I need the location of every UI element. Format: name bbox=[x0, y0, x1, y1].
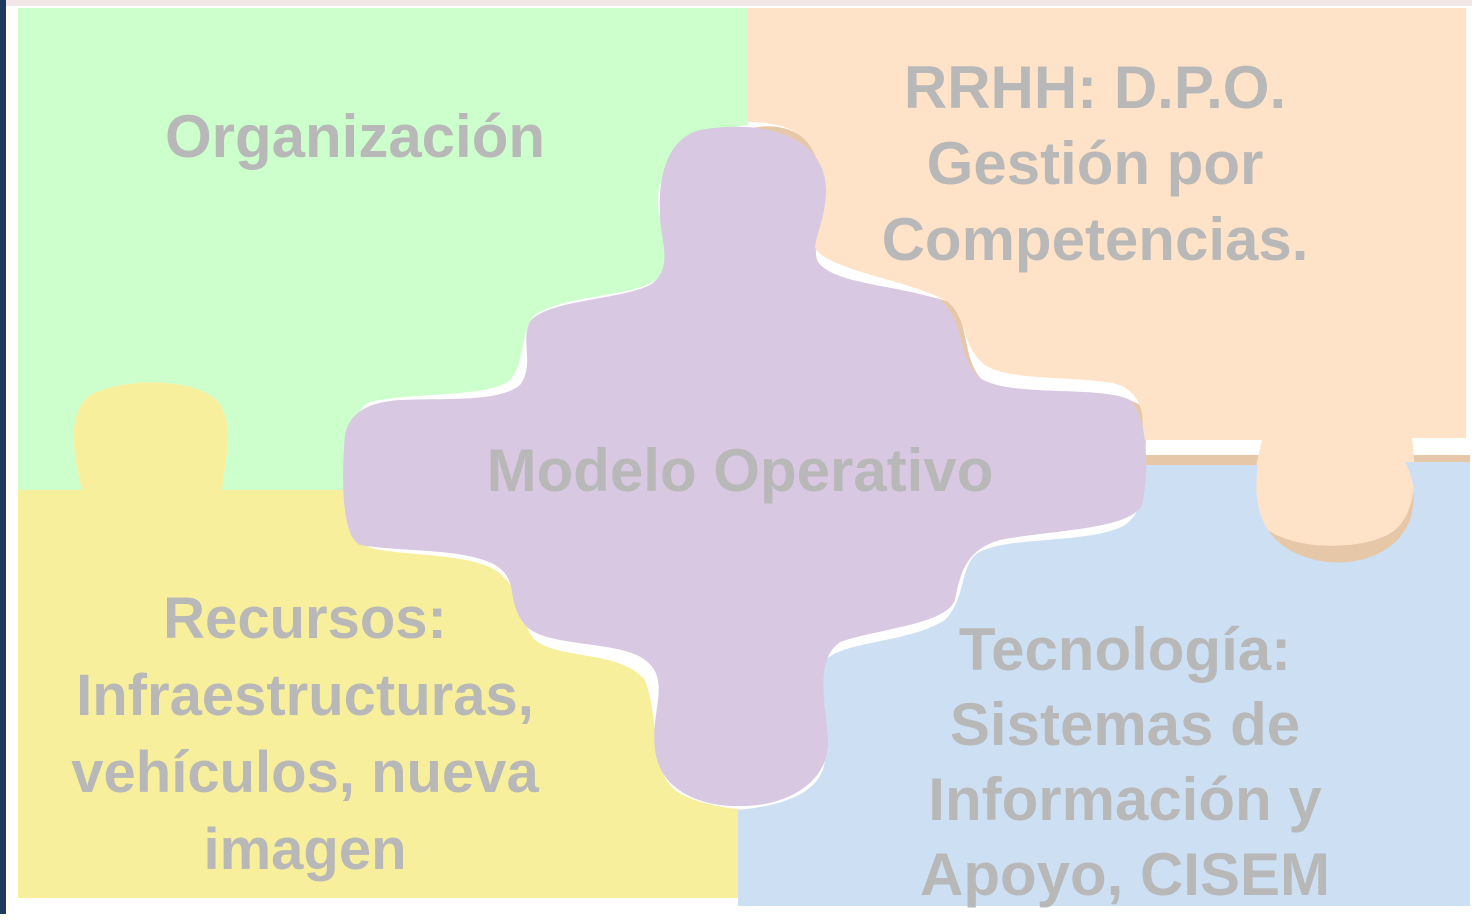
label-recursos: Recursos: Infraestructuras, vehículos, n… bbox=[30, 590, 580, 898]
puzzle-piece-tecnologia bbox=[738, 462, 1470, 906]
tecnologia-line-1: Tecnología: bbox=[958, 616, 1292, 683]
organizacion-line-1: Organización bbox=[164, 103, 546, 170]
recursos-line-4: imagen bbox=[203, 817, 407, 882]
puzzle-piece-modelo-operativo bbox=[343, 126, 1147, 807]
rrhh-line-3: Competencias. bbox=[881, 206, 1309, 273]
slide-top-border bbox=[0, 0, 1472, 6]
puzzle-piece-rrhh bbox=[748, 8, 1466, 546]
slide-left-border bbox=[0, 0, 6, 914]
rrhh-line-2: Gestión por bbox=[926, 130, 1264, 197]
tecnologia-line-3: Información y bbox=[928, 766, 1322, 833]
label-organizacion: Organización bbox=[100, 107, 610, 167]
puzzle-piece-organizacion bbox=[18, 8, 748, 490]
tecnologia-line-2: Sistemas de bbox=[949, 691, 1301, 758]
label-rrhh: RRHH: D.P.O. Gestión por Competencias. bbox=[840, 58, 1350, 286]
recursos-line-1: Recursos: bbox=[163, 586, 447, 651]
recursos-line-2: Infraestructuras, bbox=[76, 663, 534, 728]
label-tecnologia: Tecnología: Sistemas de Información y Ap… bbox=[880, 620, 1370, 920]
puzzle-piece-recursos bbox=[18, 382, 745, 899]
label-modelo-operativo: Modelo Operativo bbox=[440, 441, 1040, 501]
modelo-line-1: Modelo Operativo bbox=[486, 437, 994, 504]
rrhh-line-1: RRHH: D.P.O. bbox=[903, 54, 1287, 121]
tecnologia-line-4: Apoyo, CISEM bbox=[919, 841, 1330, 908]
recursos-line-3: vehículos, nueva bbox=[71, 740, 539, 805]
